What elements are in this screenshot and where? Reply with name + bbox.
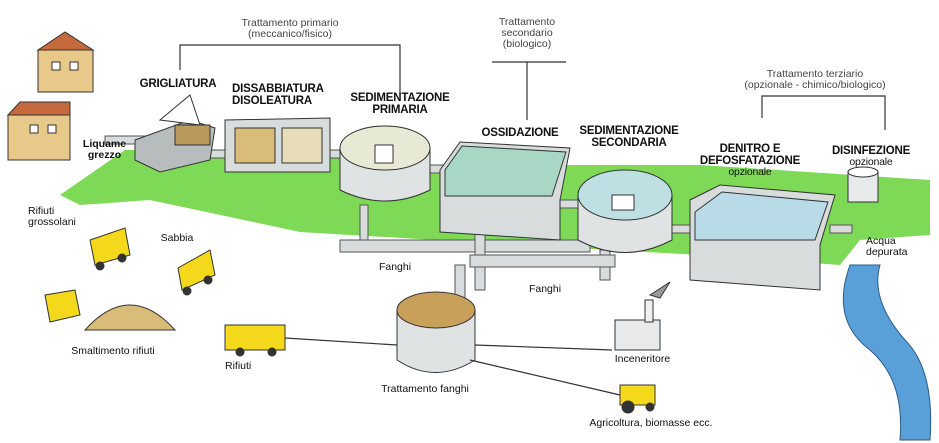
grigliatura-unit: [134, 94, 216, 173]
label-text: depurata: [866, 246, 908, 259]
truck-rifiuti: [224, 324, 286, 357]
sed-primaria-unit: [339, 125, 431, 202]
fanghi-label-2: Fanghi: [528, 283, 562, 295]
rifiuti-label: Rifiuti: [225, 360, 252, 372]
incinerator: [614, 281, 671, 351]
bracket-text: (meccanico/fisico): [247, 28, 333, 41]
denitro-unit: [689, 184, 836, 291]
bracket-text: Trattamento terziario: [766, 68, 864, 80]
liquame-label: Liquame grezzo: [77, 138, 132, 162]
secondary-bracket-label: Trattamento secondario (biologico): [477, 16, 577, 51]
stage-text: DISINFEZIONE: [831, 145, 911, 157]
sed-secondaria-label: SEDIMENTAZIONE SECONDARIA: [574, 125, 684, 149]
label-text: Rifiuti: [28, 205, 55, 217]
stage-text: PRIMARIA: [372, 104, 428, 117]
stage-optional-text: opzionale: [849, 156, 893, 169]
connector-lines: [284, 337, 621, 396]
dissabbiatura-label: DISSABBIATURA DISOLEATURA: [232, 83, 332, 107]
tertiary-bracket: [761, 95, 886, 130]
sed-primaria-label: SEDIMENTAZIONE PRIMARIA: [345, 92, 455, 116]
acqua-label: Acqua depurata: [866, 235, 926, 259]
grigliatura-label: GRIGLIATURA: [139, 78, 217, 90]
landfill-pile: [44, 289, 177, 331]
bracket-text: secondario: [501, 27, 553, 40]
label-text: grossolani: [28, 216, 76, 229]
bracket-text: (opzionale - chimico/biologico): [744, 79, 886, 92]
secondary-bracket: [492, 61, 566, 120]
stage-text: DENITRO E: [719, 143, 781, 155]
sabbia-label: Sabbia: [160, 232, 194, 244]
stage-optional-text: opzionale: [728, 166, 772, 179]
disinfezione-label: DISINFEZIONE opzionale: [826, 145, 916, 168]
river: [842, 264, 932, 441]
stage-text: DEFOSFATAZIONE: [699, 155, 801, 168]
inceneritore-label: Inceneritore: [614, 353, 671, 365]
fanghi-label-1: Fanghi: [378, 261, 412, 273]
truck-sabbia: [177, 249, 216, 296]
truck-rifiuti-grossolani: [89, 227, 131, 271]
ossidazione-label: OSSIDAZIONE: [481, 127, 559, 139]
town-buildings: [6, 31, 95, 161]
agricoltura-label: Agricoltura, biomasse ecc.: [589, 417, 713, 429]
main-pipes: [104, 135, 853, 304]
bracket-text: (biologico): [502, 38, 552, 51]
stage-text: SECONDARIA: [591, 137, 667, 150]
sed-secondaria-unit: [577, 169, 673, 253]
label-text: Acqua: [866, 235, 896, 247]
sludge-tank: [396, 291, 476, 373]
rifiuti-grossolani-label: Rifiuti grossolani: [28, 205, 98, 229]
stage-text: DISSABBIATURA: [232, 83, 324, 95]
label-text: grezzo: [87, 149, 122, 162]
trattamento-fanghi-label: Trattamento fanghi: [381, 383, 469, 395]
bracket-text: Trattamento: [498, 16, 556, 28]
denitro-label: DENITRO E DEFOSFATAZIONE opzionale: [695, 143, 805, 178]
disinfezione-unit: [847, 166, 879, 203]
bracket-text: Trattamento primario: [241, 17, 339, 29]
ossidazione-unit: [439, 141, 571, 241]
smaltimento-label: Smaltimento rifiuti: [71, 345, 155, 357]
stage-text: SEDIMENTAZIONE: [579, 125, 679, 137]
primary-bracket: [179, 44, 401, 95]
tertiary-bracket-label: Trattamento terziario (opzionale - chimi…: [710, 68, 920, 92]
dissabbiatura-unit: [224, 117, 331, 173]
tractor: [619, 384, 656, 414]
label-text: Liquame: [82, 138, 127, 150]
stage-text: SEDIMENTAZIONE: [350, 92, 450, 104]
stage-text: DISOLEATURA: [232, 95, 313, 108]
primary-bracket-label: Trattamento primario (meccanico/fisico): [215, 17, 365, 41]
